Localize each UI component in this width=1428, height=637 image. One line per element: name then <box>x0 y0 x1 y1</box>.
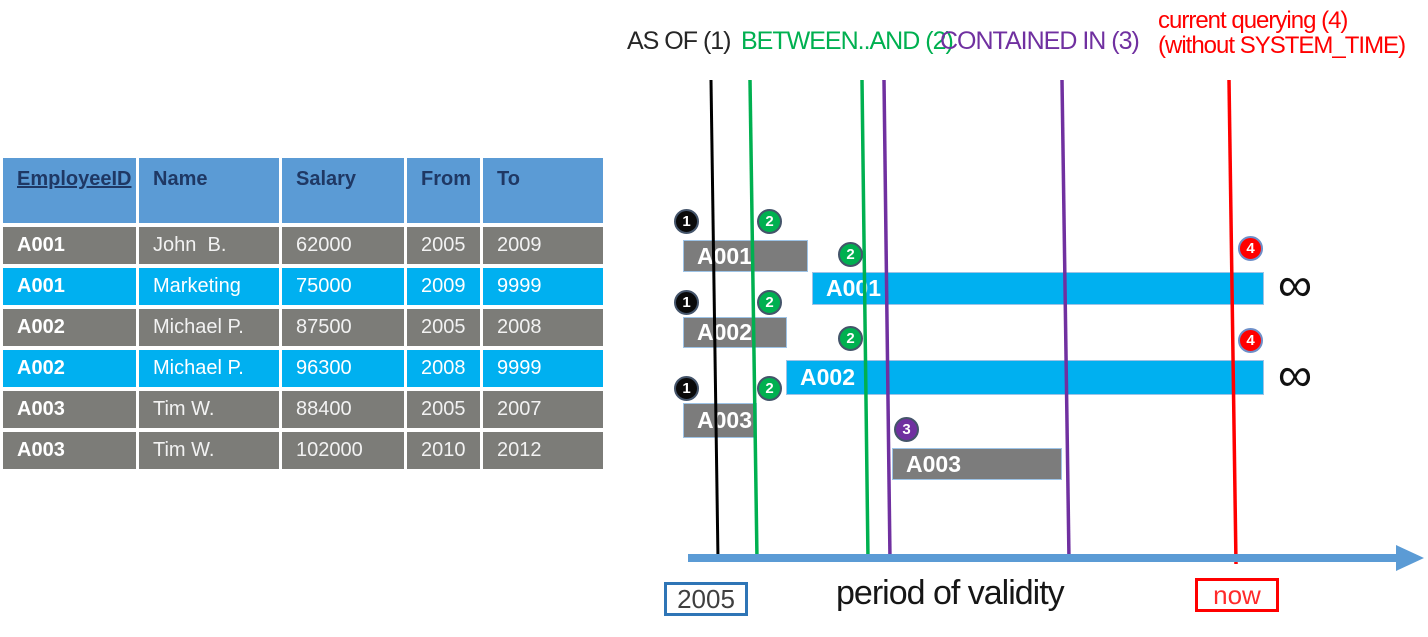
table-row-highlighted: A002 Michael P. 96300 2008 9999 <box>3 350 603 387</box>
bar-a003-middle: A003 <box>892 448 1062 480</box>
cell-to: 9999 <box>483 268 603 305</box>
badge-2-icon: 2 <box>838 242 863 267</box>
cell-employeeid: A002 <box>3 309 136 346</box>
legend-contained-in: CONTAINED IN (3) <box>940 27 1140 55</box>
cell-employeeid: A002 <box>3 350 136 387</box>
cell-name: Michael P. <box>139 309 279 346</box>
axis-now-box: now <box>1195 578 1279 612</box>
header-name: Name <box>139 158 279 223</box>
legend-between-and: BETWEEN..AND (2) <box>741 27 954 55</box>
badge-3-icon: 3 <box>894 417 919 442</box>
cell-from: 2005 <box>407 391 480 428</box>
cell-name: John B. <box>139 227 279 264</box>
cell-name: Marketing <box>139 268 279 305</box>
bar-a003-old: A003 <box>683 403 757 438</box>
cell-salary: 96300 <box>282 350 404 387</box>
header-employeeid: EmployeeID <box>3 158 136 223</box>
bar-a002-current: A002 <box>786 360 1264 395</box>
table-row-highlighted: A001 Marketing 75000 2009 9999 <box>3 268 603 305</box>
infinity-icon: ∞ <box>1277 259 1313 312</box>
cell-name: Tim W. <box>139 432 279 469</box>
cell-salary: 102000 <box>282 432 404 469</box>
infinity-icon: ∞ <box>1277 349 1313 402</box>
cell-to: 2012 <box>483 432 603 469</box>
axis-arrow-icon <box>1396 545 1424 571</box>
now-line <box>1227 79 1238 565</box>
badge-1-icon: 1 <box>674 376 699 401</box>
cell-from: 2010 <box>407 432 480 469</box>
badge-1-icon: 1 <box>674 209 699 234</box>
cell-to: 2008 <box>483 309 603 346</box>
legend-as-of: AS OF (1) <box>627 27 732 55</box>
cell-employeeid: A001 <box>3 268 136 305</box>
cell-name: Michael P. <box>139 350 279 387</box>
bar-a001-current: A001 <box>812 272 1264 305</box>
cell-from: 2008 <box>407 350 480 387</box>
axis-title: period of validity <box>836 574 1065 612</box>
cell-from: 2005 <box>407 227 480 264</box>
badge-2-icon: 2 <box>757 376 782 401</box>
bar-a001-old: A001 <box>683 240 808 272</box>
table-header-row: EmployeeID Name Salary From To <box>3 158 603 223</box>
axis-start-box: 2005 <box>664 582 748 616</box>
cell-employeeid: A003 <box>3 391 136 428</box>
contained-end-line <box>1060 79 1071 561</box>
cell-salary: 75000 <box>282 268 404 305</box>
header-from: From <box>407 158 480 223</box>
cell-to: 2007 <box>483 391 603 428</box>
cell-employeeid: A001 <box>3 227 136 264</box>
table-row: A001 John B. 62000 2005 2009 <box>3 227 603 264</box>
cell-salary: 88400 <box>282 391 404 428</box>
cell-from: 2005 <box>407 309 480 346</box>
cell-salary: 62000 <box>282 227 404 264</box>
header-salary: Salary <box>282 158 404 223</box>
header-to: To <box>483 158 603 223</box>
badge-4-icon: 4 <box>1238 236 1263 261</box>
cell-to: 9999 <box>483 350 603 387</box>
cell-to: 2009 <box>483 227 603 264</box>
badge-2-icon: 2 <box>838 326 863 351</box>
table-row: A002 Michael P. 87500 2005 2008 <box>3 309 603 346</box>
badge-4-icon: 4 <box>1238 328 1263 353</box>
bar-a002-old: A002 <box>683 317 787 348</box>
between-end-line <box>860 79 870 561</box>
legend-current-line1: current querying (4) <box>1158 7 1348 34</box>
legend-current-line2: (without SYSTEM_TIME) <box>1158 32 1406 59</box>
table-row: A003 Tim W. 102000 2010 2012 <box>3 432 603 469</box>
legend-current-querying: current querying (4) (without SYSTEM_TIM… <box>1158 7 1406 59</box>
badge-2-icon: 2 <box>757 290 782 315</box>
badge-1-icon: 1 <box>674 290 699 315</box>
cell-from: 2009 <box>407 268 480 305</box>
cell-employeeid: A003 <box>3 432 136 469</box>
cell-salary: 87500 <box>282 309 404 346</box>
table-row: A003 Tim W. 88400 2005 2007 <box>3 391 603 428</box>
contained-start-line <box>882 79 892 561</box>
cell-name: Tim W. <box>139 391 279 428</box>
employee-table: EmployeeID Name Salary From To A001 John… <box>0 154 606 473</box>
badge-2-icon: 2 <box>757 209 782 234</box>
